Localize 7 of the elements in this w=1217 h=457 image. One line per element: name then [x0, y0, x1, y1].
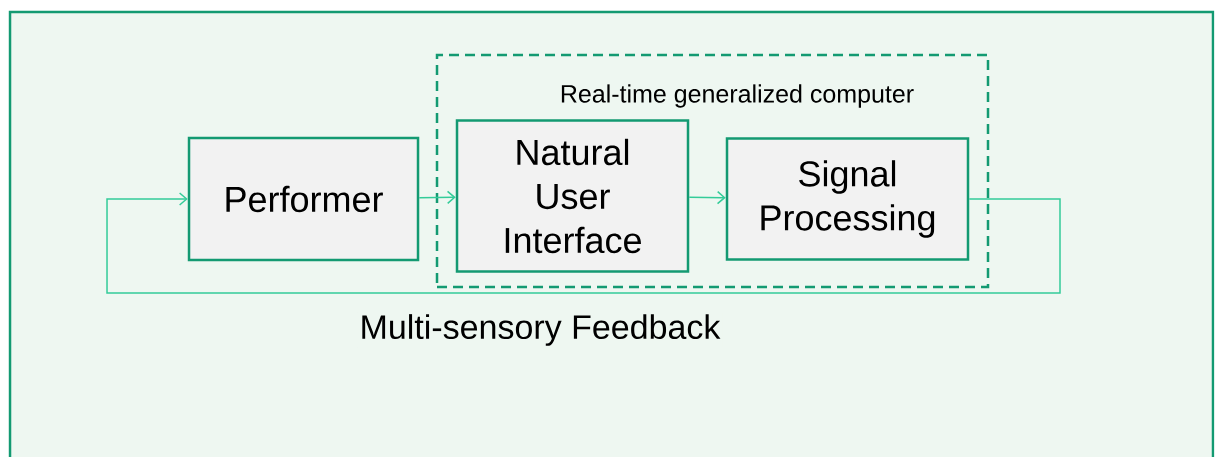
arrow — [106, 192, 1061, 294]
arrow — [418, 190, 456, 205]
process-box: Performer — [187, 136, 420, 262]
arrow — [688, 190, 726, 205]
process-box: Signal Processing — [725, 137, 970, 261]
edge-label: Multi-sensory Feedback — [357, 312, 723, 348]
process-box: Natural User Interface — [455, 119, 690, 273]
